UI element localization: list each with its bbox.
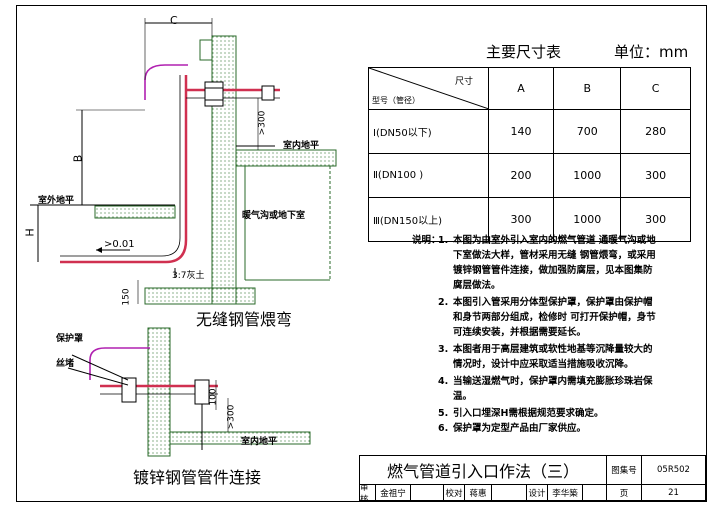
check-name: 蒋惠 [464, 484, 492, 501]
outdoor-ground-label: 室外地平 [38, 196, 75, 206]
note-line: 本图引入管采用分体型保护罩，保护罩由保护帽 [453, 297, 653, 308]
value-cell: 1000 [553, 197, 622, 242]
design-signature [582, 484, 607, 501]
table-row: Ⅲ(DN150以上) 300 1000 300 [368, 197, 691, 242]
drawing-title: 燃气管道引入口作法（三） [359, 455, 607, 485]
diagonal-header-cell: 尺寸 型号（管径） [368, 67, 489, 110]
note-line: 下室做法大样，管材采用无缝 钢管煨弯，或采用 [453, 250, 656, 261]
slope-label: >0.01 [104, 239, 135, 250]
header-model: 型号（管径） [372, 96, 420, 105]
table-row: Ⅰ(DN50以下) 140 700 280 [368, 109, 691, 154]
note-number: 5. [438, 408, 449, 419]
note-line: 当输送湿燃气时，保护罩内需填充膨胀珍珠岩保 [453, 376, 653, 387]
thread-plug-label: 丝堵 [56, 359, 75, 369]
soil-label: 3:7灰土 [172, 271, 205, 281]
dim-label-c: C [170, 14, 178, 27]
table-unit: 单位：mm [614, 43, 689, 61]
note-line: 可连续安装，并根据需要延长。 [453, 327, 587, 338]
note-line: 引入口埋深H需根据规范要求确定。 [453, 408, 604, 419]
note-line: 温。 [453, 391, 473, 402]
review-label: 审核 [359, 484, 376, 501]
note-line: 镀锌钢管管件连接，做加强防腐层，见本图集防 [453, 265, 653, 276]
dim-label-150: 150 [121, 288, 132, 306]
notes-heading: 说明： [412, 235, 441, 246]
value-cell: 300 [620, 197, 691, 242]
note-line: 保护罩为定型产品由厂家供应。 [453, 423, 587, 434]
title-block: 燃气管道引入口作法（三） 图集号 05R502 审核 金祖宁 校对 蒋惠 设计 … [359, 455, 706, 501]
column-header: B [553, 67, 622, 110]
indoor-ground-label-bottom: 室内地平 [241, 437, 278, 447]
value-cell: 280 [620, 109, 691, 154]
dim-label-100: 100 [208, 388, 219, 406]
table-header-row: 尺寸 型号（管径） A B C [368, 67, 691, 110]
check-label: 校对 [443, 484, 465, 501]
design-name: 李华築 [547, 484, 583, 501]
dim-label-300-top: >300 [257, 110, 268, 136]
page-number: 21 [641, 484, 706, 501]
review-name: 金祖宁 [375, 484, 411, 501]
note-number: 4. [438, 376, 449, 387]
page-label: 页 [606, 484, 642, 501]
note-number: 6. [438, 423, 449, 434]
dimension-table: 尺寸 型号（管径） A B C Ⅰ(DN50以下) 140 700 280 Ⅱ(… [368, 67, 691, 242]
column-header: A [487, 67, 555, 110]
diagonal-line [369, 68, 489, 109]
note-line: 本图为由室外引入室内的燃气管道 通暖气沟或地 [453, 235, 656, 246]
note-number: 2. [438, 297, 449, 308]
value-cell: 700 [553, 109, 622, 154]
caption-seamless: 无缝钢管煨弯 [196, 310, 293, 329]
header-size: 尺寸 [455, 77, 474, 87]
atlas-number: 05R502 [641, 455, 706, 485]
model-cell: Ⅰ(DN50以下) [368, 109, 489, 154]
check-signature [491, 484, 527, 501]
note-number: 3. [438, 344, 449, 355]
guard-label: 保护罩 [56, 334, 84, 344]
table-row: Ⅱ(DN100 ) 200 1000 300 [368, 153, 691, 198]
note-number: 1. [438, 235, 449, 246]
dim-label-300-bottom: >300 [226, 404, 237, 430]
dim-label-h: H [23, 228, 37, 237]
indoor-ground-label: 室内地平 [283, 141, 320, 151]
seamless-pipe-bend-drawing [30, 18, 337, 305]
atlas-label: 图集号 [606, 455, 642, 485]
model-cell: Ⅲ(DN150以上) [368, 197, 489, 242]
note-line: 和身节两部分组成，检修时 可打开保护帽，身节 [453, 312, 656, 323]
caption-galvanized: 镀锌钢管管件连接 [133, 468, 262, 487]
design-label: 设计 [526, 484, 548, 501]
value-cell: 140 [487, 109, 555, 154]
note-line: 腐层做法。 [453, 280, 501, 291]
review-signature [410, 484, 444, 501]
value-cell: 300 [620, 153, 691, 198]
note-line: 本图者用于高层建筑或软性地基等沉降量较大的 [453, 344, 653, 355]
galvanized-fitting-drawing [67, 327, 311, 457]
table-title: 主要尺寸表 [486, 43, 562, 61]
note-line: 情况时，设计中应采取适当措施吸收沉降。 [453, 359, 634, 370]
value-cell: 1000 [553, 153, 622, 198]
column-header: C [620, 67, 691, 110]
value-cell: 200 [487, 153, 555, 198]
trench-label: 暖气沟或地下室 [242, 211, 306, 221]
dim-label-b: B [71, 154, 85, 163]
model-cell: Ⅱ(DN100 ) [368, 153, 489, 198]
